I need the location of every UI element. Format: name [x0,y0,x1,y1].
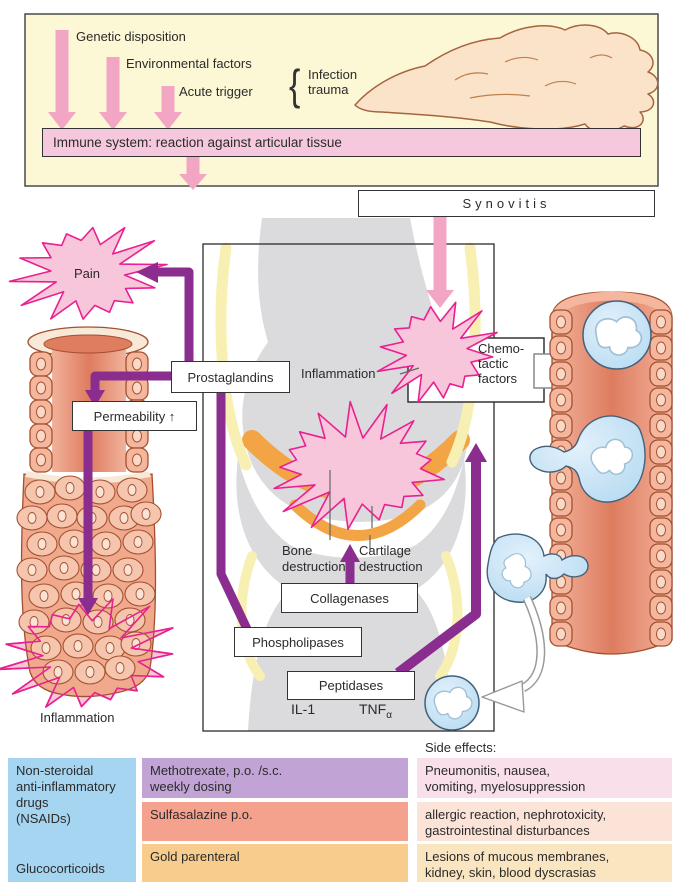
chemotactic-starburst [376,301,498,404]
hand-illustration [354,24,659,133]
side-effects-gold: Lesions of mucous membranes, kidney, ski… [417,844,672,882]
label-cartilage-destruction: Cartilage destruction [359,543,423,574]
cause-arrows [48,30,182,130]
tnf-base: TNF [359,701,387,717]
label-acute-trigger: Acute trigger [179,84,253,99]
collagenases-box: Collagenases [281,583,418,613]
peptidases-box: Peptidases [287,671,415,700]
synovitis-box: Synovitis [358,190,655,217]
brace-glyph: { [289,62,301,110]
leukocyte-adhering [529,415,646,503]
glucocorticoids-label: Glucocorticoids [16,861,105,876]
mediator-arrows [83,267,481,677]
synovitis-arrow [426,217,454,308]
peptidase-up-arrow [394,460,481,677]
mediator-arrowheads [78,262,487,615]
side-effects-sulfasalazine: allergic reaction, nephrotoxicity, gastr… [417,802,672,841]
right-vessel [486,291,673,655]
label-infection-trauma: Infection trauma [308,67,358,97]
leukocyte-in-vessel [582,300,652,370]
joint-frame [202,243,495,732]
prostaglandin-to-pain-arrow [152,267,194,362]
prostaglandin-to-vessel-arrow [90,371,172,392]
cartilage-lower [289,499,426,541]
label-pain: Pain [74,266,101,281]
vessel-inflammation-starburst-outline [0,598,174,708]
prostaglandins-box: Prostaglandins [171,361,290,393]
etiology-panel [24,13,659,190]
drug-class-cell: Non-steroidal anti-inflammatory drugs (N… [8,758,136,882]
label-chemotactic-factors: Chemo- tactic factors [478,341,525,386]
drug-cell-sulfasalazine: Sulfasalazine p.o. [142,802,408,841]
leader-lines [329,367,420,551]
label-genetic-disposition: Genetic disposition [76,29,186,44]
nsaids-label: Non-steroidal anti-inflammatory drugs (N… [16,763,116,826]
pain-starburst [8,226,168,320]
drug-cell-methotrexate: Methotrexate, p.o. /s.c. weekly dosing [142,758,408,798]
label-il1: IL-1 [291,701,316,717]
immune-system-bar: Immune system: reaction against articula… [42,128,641,157]
label-inflammation-joint: Inflammation [301,366,376,381]
immune-output-arrow [179,157,207,190]
label-tnf: TNFα [359,702,392,723]
label-environmental-factors: Environmental factors [126,56,252,71]
tnf-subscript: α [386,709,392,721]
drug-cell-gold: Gold parenteral [142,844,408,882]
label-inflammation-vessel: Inflammation [40,710,115,725]
recruitment-outline-arrow [481,596,546,713]
side-effects-methotrexate: Pneumonitis, nausea, vomiting, myelosupp… [417,758,672,798]
corner-leukocyte [424,675,480,731]
prostaglandin-to-phospholipase-line [216,393,252,631]
side-effects-header: Side effects: [425,740,497,755]
phospholipases-box: Phospholipases [234,627,362,657]
label-bone-destruction: Bone destruction [282,543,346,574]
leukocyte-emigrating [486,533,589,603]
joint-erosion-starburst [273,400,446,531]
permeability-box: Permeability ↑ [72,401,197,431]
